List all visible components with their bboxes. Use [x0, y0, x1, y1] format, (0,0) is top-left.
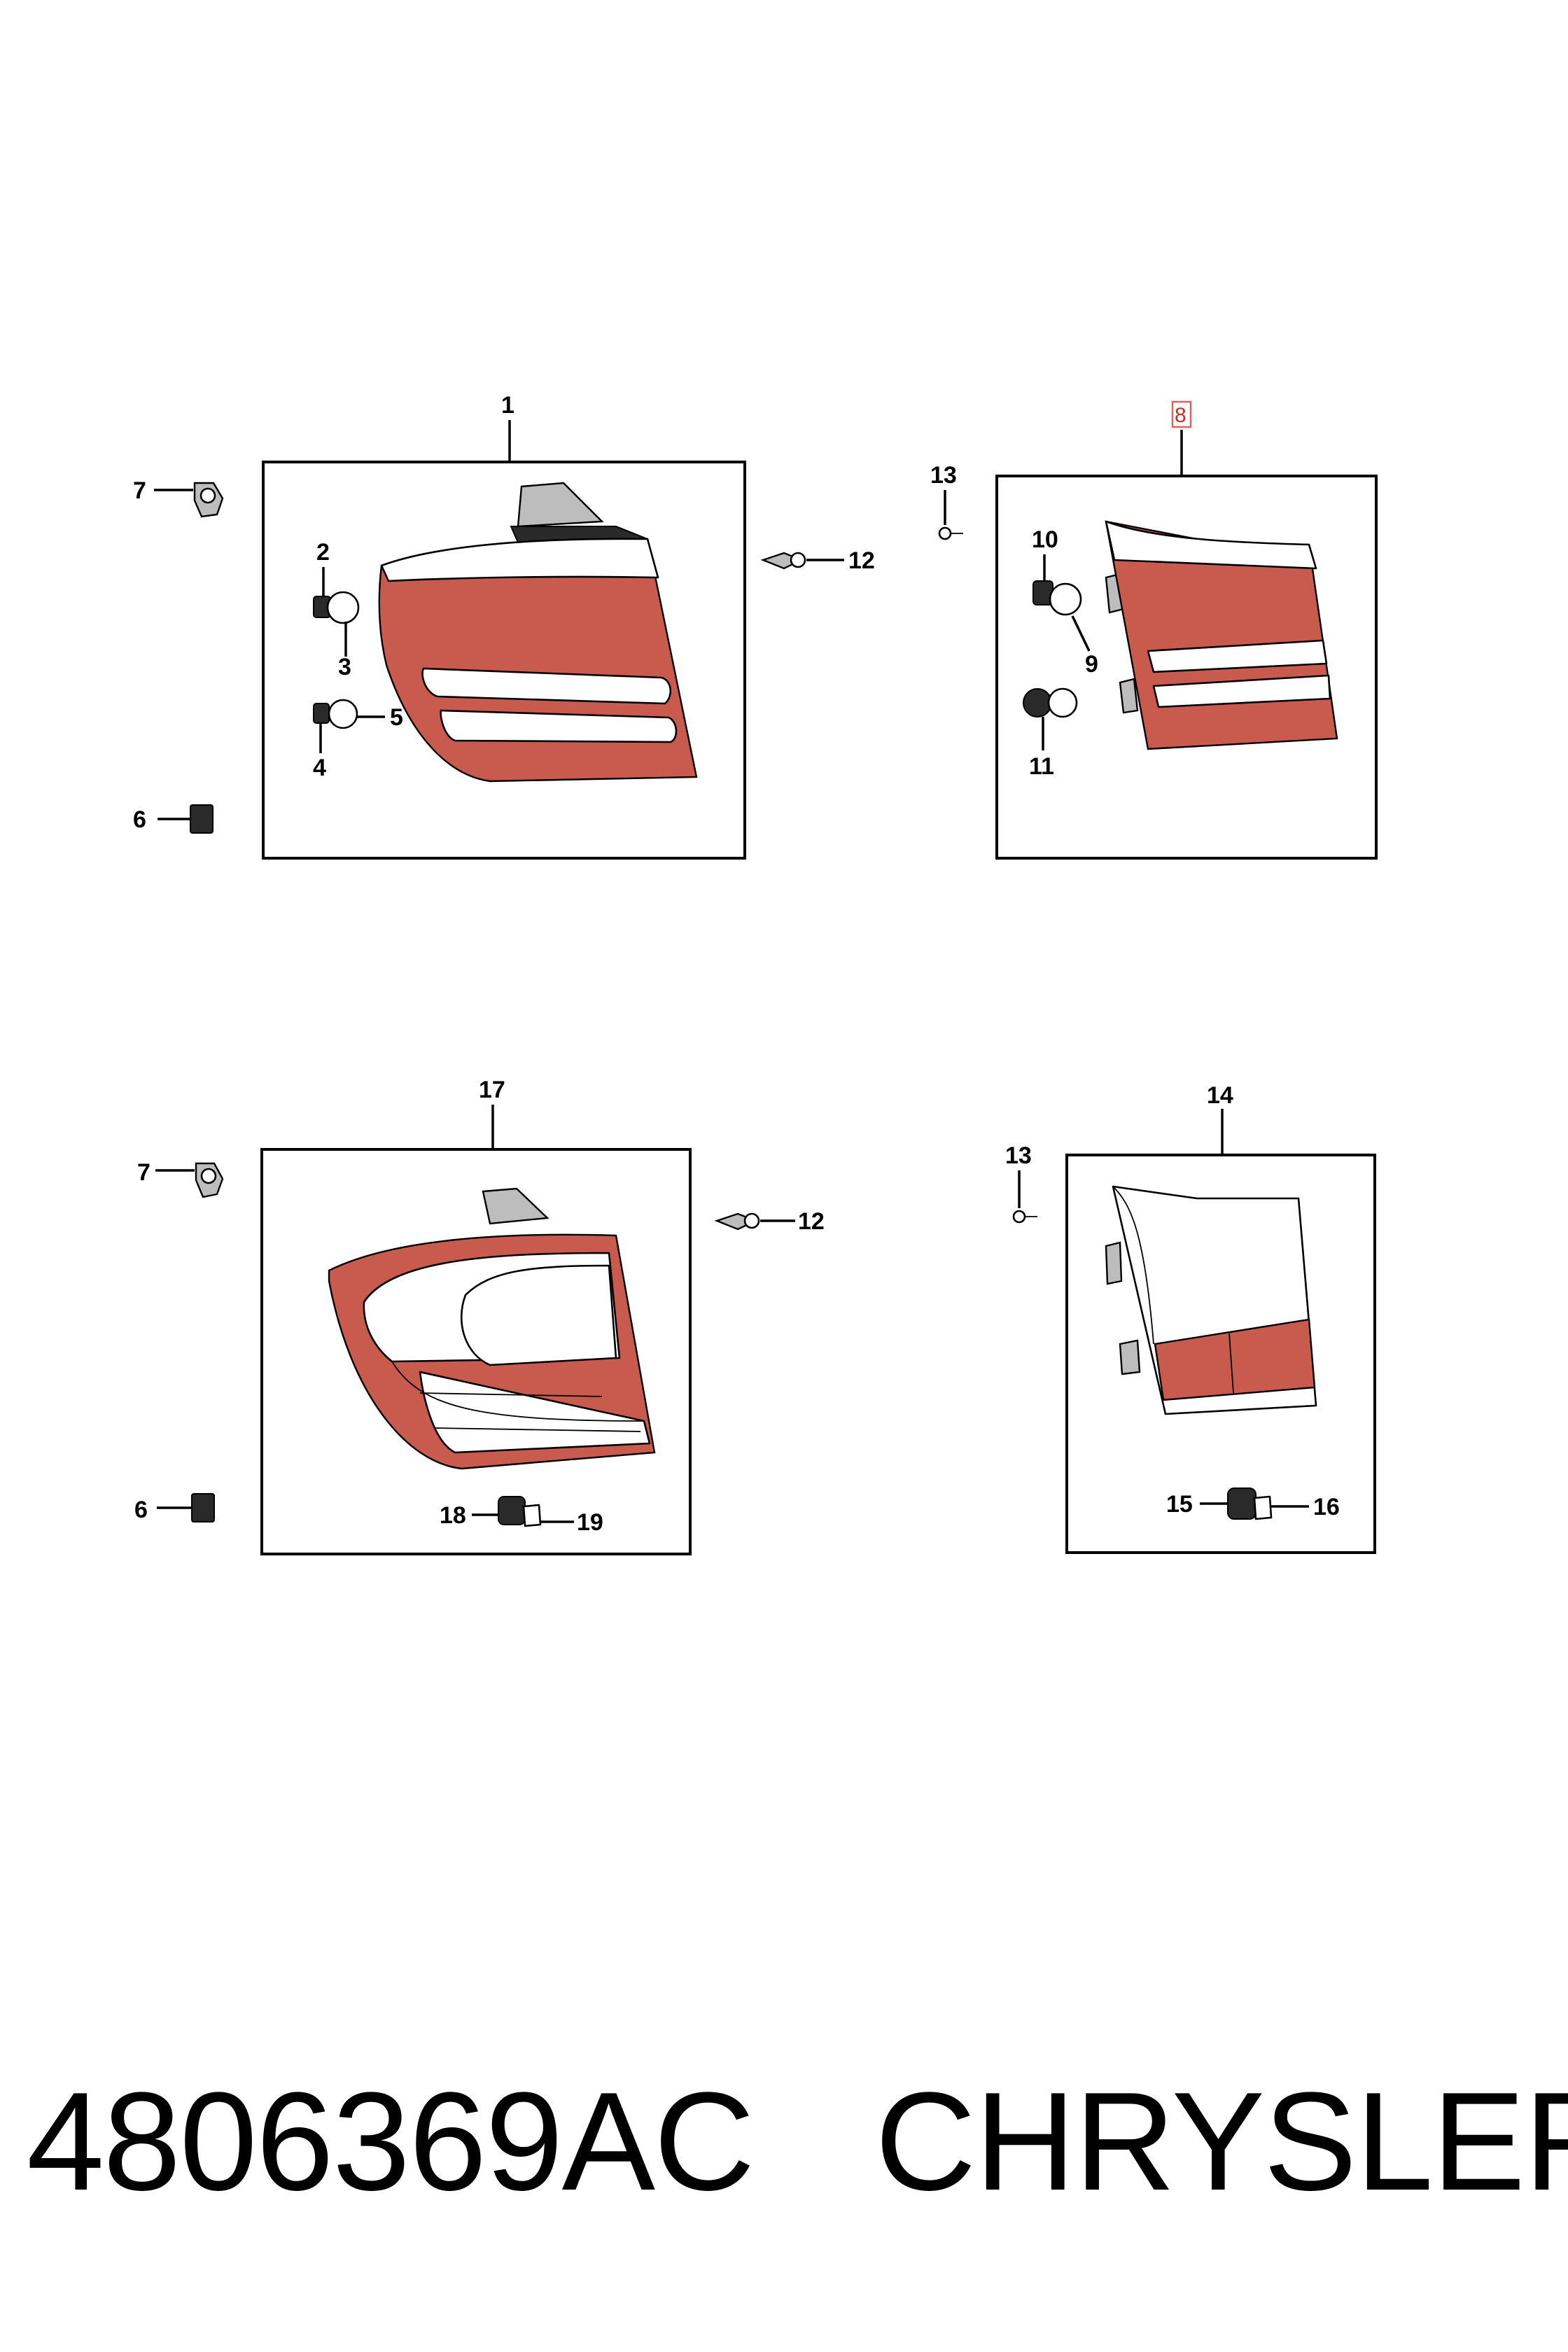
callout-3: 3 [338, 654, 351, 680]
screw-icon [938, 490, 963, 540]
callout-16: 16 [1313, 1494, 1340, 1520]
brand-name: CHRYSLER [875, 2064, 1568, 2220]
callout-7: 7 [137, 1159, 150, 1186]
callout-6: 6 [133, 806, 146, 833]
panel-frame [1065, 1154, 1376, 1554]
screw-icon [1012, 1170, 1037, 1224]
led-tail-lamp-illustration [328, 1187, 656, 1470]
callout-15: 15 [1166, 1491, 1193, 1518]
bulb-socket-icon [1023, 687, 1078, 750]
callout-1: 1 [501, 392, 514, 419]
highlight-box [1171, 400, 1192, 428]
callout-5: 5 [390, 704, 403, 731]
panel-tail-lamp-inner: 8 13 10 9 11 [930, 400, 1378, 860]
led-tail-lamp-illustration [1105, 1185, 1317, 1415]
panel-led-tail-lamp-inner: 14 13 15 16 [1005, 1082, 1376, 1554]
push-pin-icon [714, 1212, 795, 1231]
callout-17: 17 [479, 1077, 505, 1103]
callout-9: 9 [1085, 651, 1098, 678]
panel-frame [260, 1148, 692, 1555]
panel-frame [995, 475, 1378, 860]
part-number: 4806369AC [27, 2064, 755, 2220]
nut-icon [155, 1162, 224, 1198]
clip-icon [158, 804, 214, 834]
clip-icon [157, 1493, 215, 1522]
push-pin-icon [760, 552, 844, 570]
bulb-socket-icon [313, 699, 385, 753]
callout-14: 14 [1207, 1082, 1233, 1109]
callout-10: 10 [1032, 526, 1058, 553]
callout-12: 12 [798, 1208, 825, 1235]
callout-7: 7 [133, 477, 146, 504]
callout-19: 19 [577, 1509, 603, 1536]
callout-2: 2 [316, 539, 330, 566]
tail-lamp-assembly-illustration [378, 482, 698, 783]
panel-frame [262, 461, 746, 860]
callout-8: 8 [1175, 404, 1186, 427]
callout-4: 4 [313, 755, 326, 781]
nut-icon [154, 482, 224, 518]
callout-12: 12 [848, 547, 875, 574]
callout-13: 13 [930, 462, 957, 489]
panel-led-tail-lamp-outer: 17 18 19 7 [134, 1077, 825, 1555]
callout-18: 18 [440, 1502, 466, 1529]
callout-11: 11 [1029, 753, 1054, 780]
tail-lamp-assembly-illustration [1105, 520, 1338, 750]
callout-13: 13 [1005, 1142, 1032, 1169]
bulb-socket-icon [1032, 554, 1091, 652]
panel-tail-lamp-outer: 1 2 3 5 4 [133, 392, 875, 860]
led-module-icon [1200, 1488, 1309, 1520]
bulb-socket-icon [313, 567, 360, 657]
callout-6: 6 [134, 1497, 148, 1523]
led-module-icon [472, 1496, 574, 1527]
